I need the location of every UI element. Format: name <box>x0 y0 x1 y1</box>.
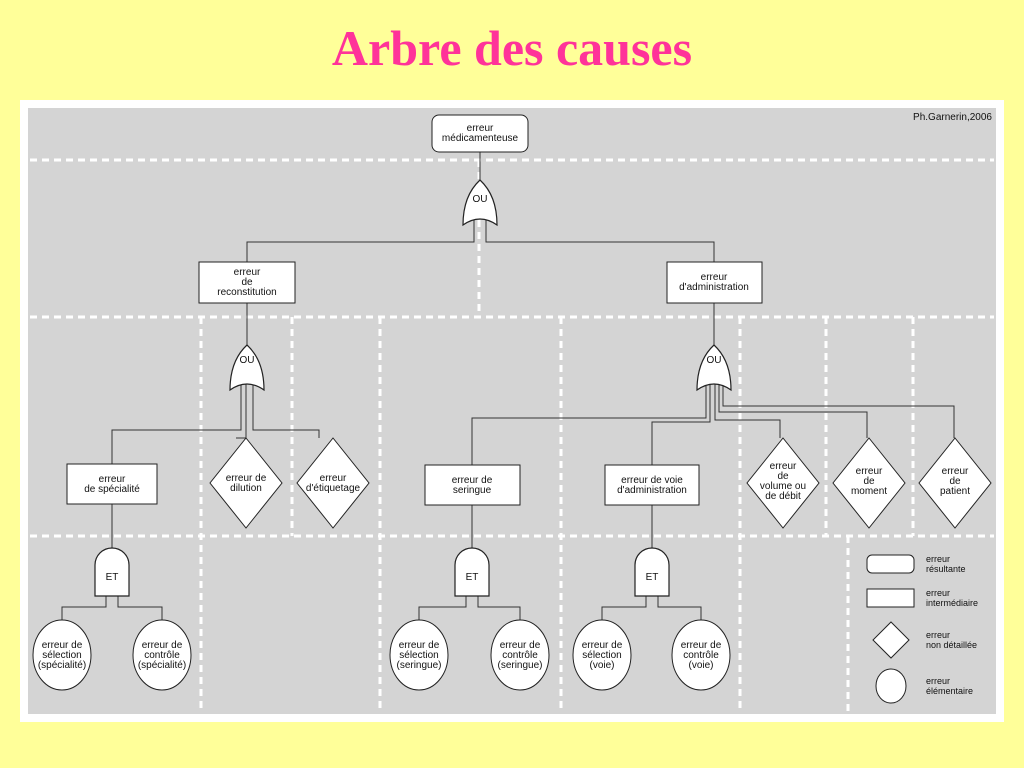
or-gate-top: OU <box>462 179 498 227</box>
node-erreur-de-voie <box>604 464 700 506</box>
legend-rounded-rect-symbol <box>866 554 915 574</box>
diagram-panel <box>28 108 996 714</box>
and-gate-voie-label: ET <box>646 572 659 583</box>
legend-circle-symbol <box>875 668 907 704</box>
or-gate-reconstitution: OU <box>229 344 265 392</box>
node-erreur-de-specialite <box>66 463 158 505</box>
node-erreur-d-etiquetage <box>296 437 370 529</box>
node-erreur-medicamenteuse <box>431 114 529 153</box>
node-erreur-de-selection-seringue <box>389 619 449 691</box>
node-erreur-de-controle-voie <box>671 619 731 691</box>
node-erreur-de-volume-ou-de-debit <box>746 437 820 529</box>
and-gate-specialite: ET <box>94 547 130 597</box>
node-erreur-de-reconstitution <box>198 261 296 304</box>
node-erreur-d-administration <box>666 261 763 304</box>
or-gate-top-label: OU <box>473 194 488 205</box>
and-gate-seringue-label: ET <box>466 572 479 583</box>
node-erreur-de-controle-specialite <box>132 619 192 691</box>
legend-rect-symbol <box>866 588 915 608</box>
and-gate-specialite-label: ET <box>106 572 119 583</box>
legend-diamond-symbol <box>872 621 910 659</box>
connector-lines <box>61 152 955 620</box>
node-erreur-de-selection-voie <box>572 619 632 691</box>
or-gate-reconstitution-label: OU <box>240 355 255 366</box>
node-erreur-de-seringue <box>424 464 521 506</box>
node-erreur-de-moment <box>832 437 906 529</box>
node-erreur-de-dilution <box>209 437 283 529</box>
author-credit: Ph.Garnerin,2006 <box>913 112 992 123</box>
and-gate-voie: ET <box>634 547 670 597</box>
node-erreur-de-controle-seringue <box>490 619 550 691</box>
and-gate-seringue: ET <box>454 547 490 597</box>
node-erreur-de-selection-specialite <box>32 619 92 691</box>
slide-title: Arbre des causes <box>331 20 693 76</box>
node-erreur-de-patient <box>918 437 992 529</box>
or-gate-administration-label: OU <box>707 355 722 366</box>
or-gate-administration: OU <box>696 344 732 392</box>
